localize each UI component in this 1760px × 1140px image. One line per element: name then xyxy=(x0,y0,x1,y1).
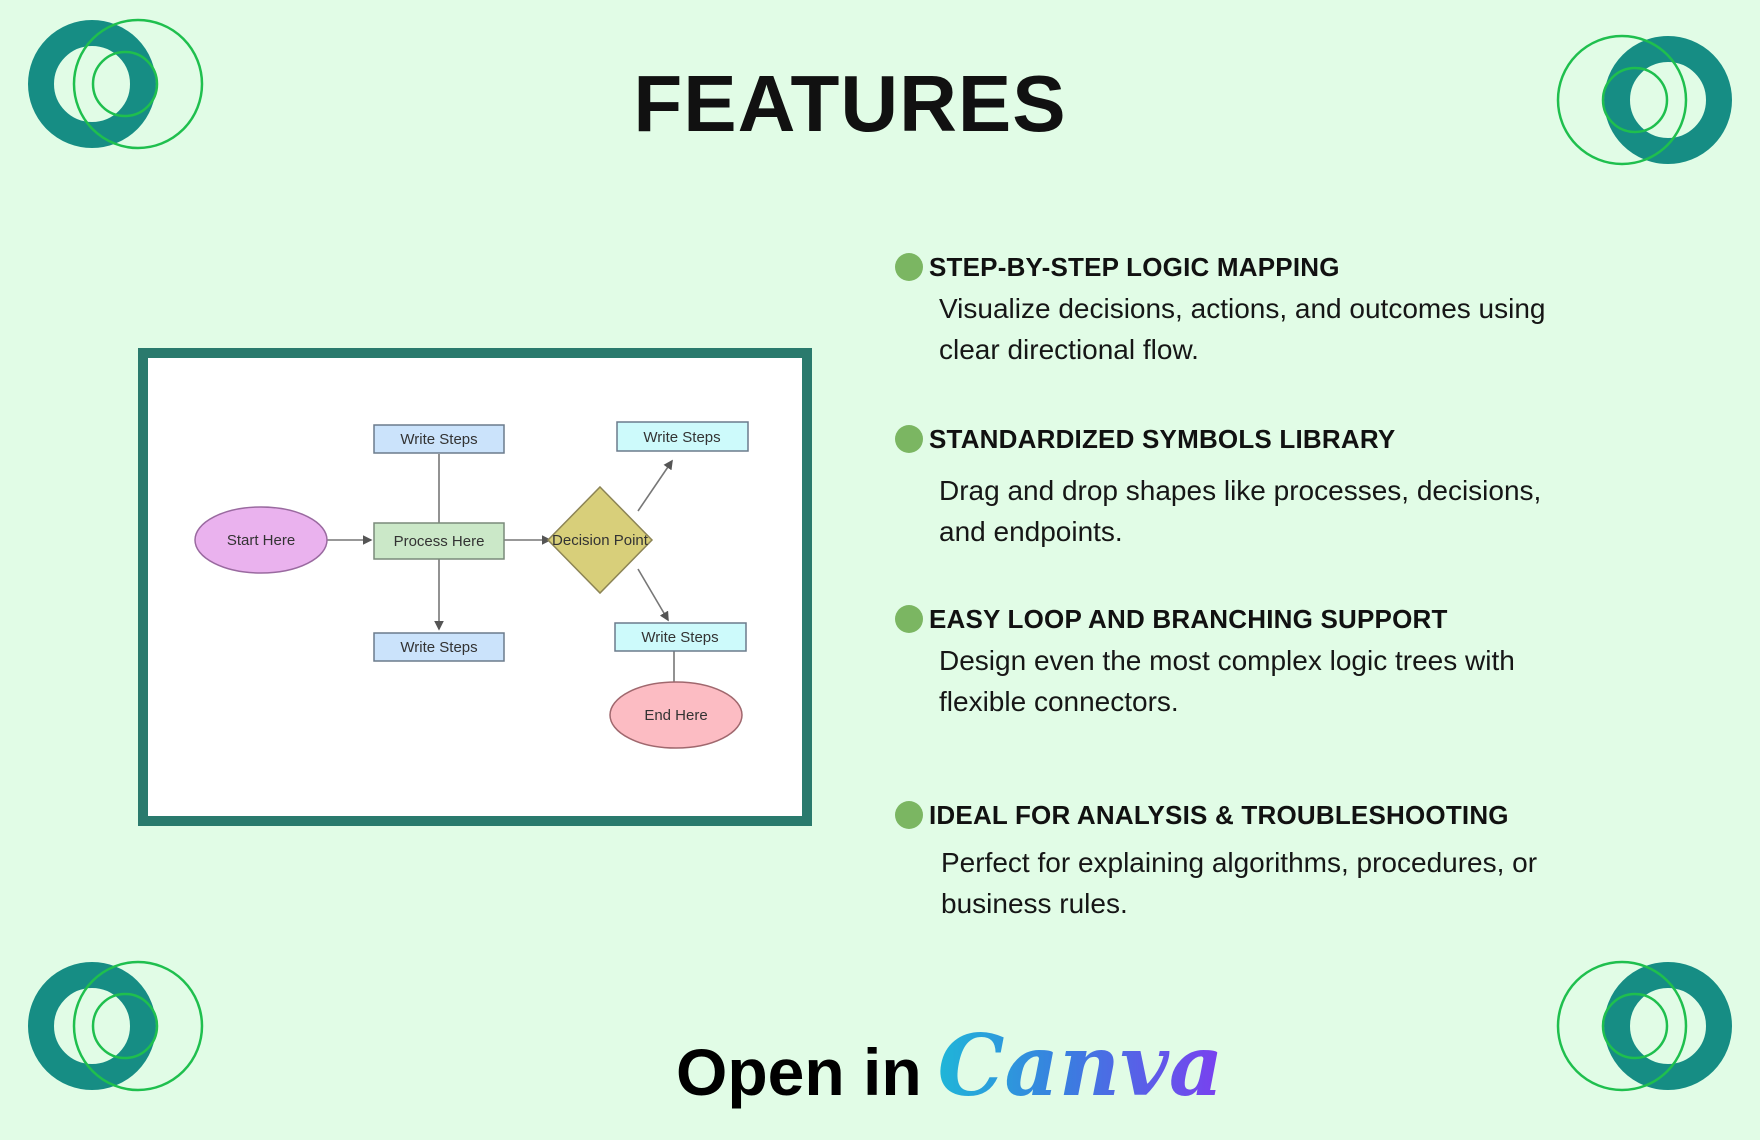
process-node: Process Here xyxy=(373,522,505,560)
end-node: End Here xyxy=(609,681,743,749)
flowchart-preview: Start Here Process Here Write Steps Writ… xyxy=(138,348,812,826)
corner-rings-bottom-left xyxy=(20,940,220,1100)
feature-description: Perfect for explaining algorithms, proce… xyxy=(941,847,1538,919)
feature-title: STEP-BY-STEP LOGIC MAPPING xyxy=(929,252,1340,282)
feature-item-analysis: IDEAL FOR ANALYSIS & TROUBLESHOOTING Per… xyxy=(895,796,1715,924)
canva-logo: Canva xyxy=(937,1016,1224,1115)
start-node: Start Here xyxy=(194,506,328,574)
flowchart-connectors xyxy=(327,454,675,682)
step-node-bottom-left: Write Steps xyxy=(373,632,505,662)
feature-description: Design even the most complex logic trees… xyxy=(939,645,1515,717)
start-node-label: Start Here xyxy=(227,532,295,549)
bullet-dot-icon xyxy=(895,253,923,281)
decision-node: Decision Point xyxy=(546,485,654,595)
step-node-bottom-left-label: Write Steps xyxy=(400,639,477,656)
bullet-dot-icon xyxy=(895,801,923,829)
page-title: FEATURES xyxy=(633,59,1067,148)
step-node-bottom-right-label: Write Steps xyxy=(641,629,718,646)
step-node-top-right-label: Write Steps xyxy=(643,429,720,446)
open-in-canva-button[interactable]: Open in Canva xyxy=(676,1016,1223,1115)
feature-title: EASY LOOP AND BRANCHING SUPPORT xyxy=(929,604,1448,634)
feature-item-logic-mapping: STEP-BY-STEP LOGIC MAPPING Visualize dec… xyxy=(895,248,1715,370)
feature-description: Drag and drop shapes like processes, dec… xyxy=(939,475,1542,547)
feature-title: STANDARDIZED SYMBOLS LIBRARY xyxy=(929,424,1396,454)
corner-rings-top-left xyxy=(20,12,220,172)
feature-description: Visualize decisions, actions, and outcom… xyxy=(939,293,1546,365)
end-node-label: End Here xyxy=(644,707,707,724)
step-node-top-right: Write Steps xyxy=(616,421,749,452)
step-node-top-left: Write Steps xyxy=(373,424,505,454)
step-node-bottom-right: Write Steps xyxy=(614,622,747,652)
bullet-dot-icon xyxy=(895,425,923,453)
step-node-top-left-label: Write Steps xyxy=(400,431,477,448)
decision-node-label: Decision Point xyxy=(552,532,649,549)
feature-title: IDEAL FOR ANALYSIS & TROUBLESHOOTING xyxy=(929,800,1509,830)
feature-item-symbols-library: STANDARDIZED SYMBOLS LIBRARY Drag and dr… xyxy=(895,420,1715,552)
corner-rings-top-right xyxy=(1540,30,1740,190)
feature-item-loop-branching: EASY LOOP AND BRANCHING SUPPORT Design e… xyxy=(895,600,1715,722)
process-node-label: Process Here xyxy=(394,533,485,550)
cta-text: Open in xyxy=(676,1035,922,1109)
corner-rings-bottom-right xyxy=(1540,940,1740,1100)
bullet-dot-icon xyxy=(895,605,923,633)
